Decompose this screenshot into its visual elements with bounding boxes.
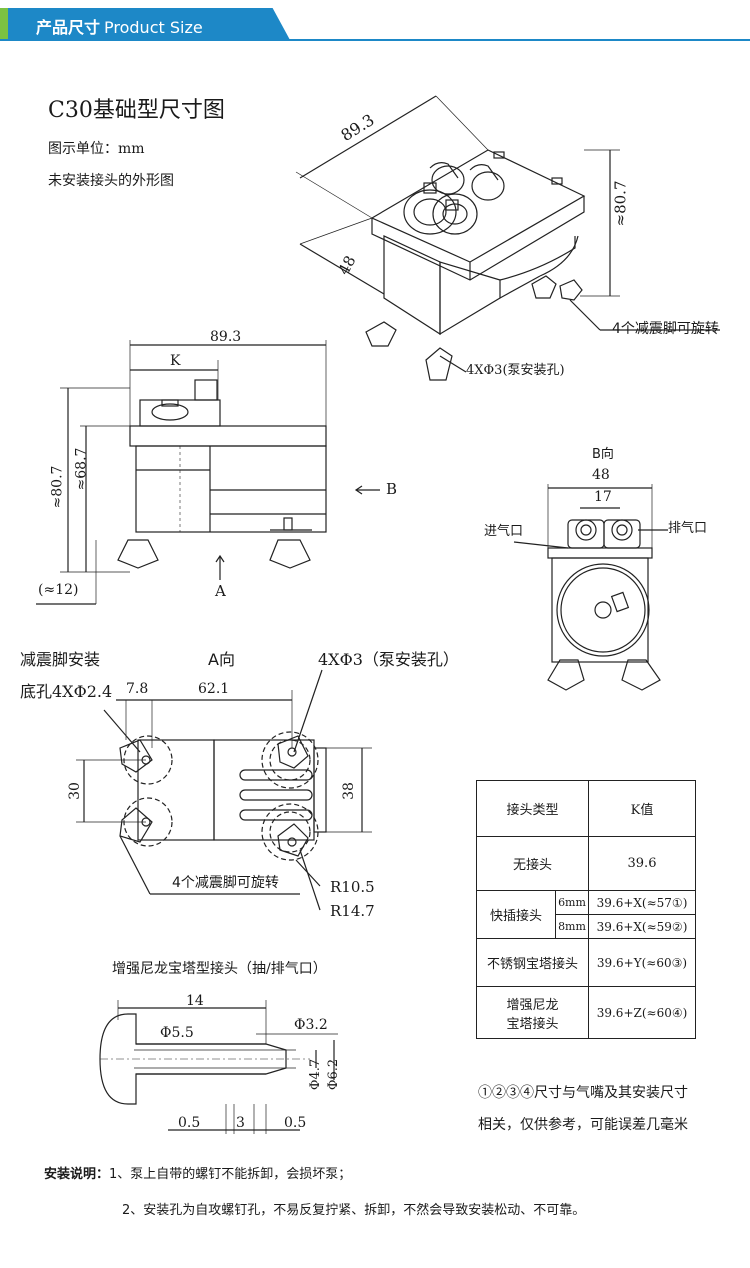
table-cell-k: 39.6 — [588, 836, 696, 891]
iso-view — [295, 95, 720, 381]
header-accent-bar — [0, 8, 8, 40]
install-note-2: 2、安装孔为自攻螺钉孔，不易反复拧紧、拆卸，不然会导致安装松动、不可靠。 — [122, 1203, 586, 1218]
table-cell-type: 增强尼龙 宝塔接头 — [476, 986, 589, 1039]
table-cell-size: 6mm — [555, 890, 589, 915]
table-note-line2: 相关，仅供参考，可能误差几毫米 — [478, 1117, 688, 1133]
table-cell-k: 39.6+X(≈57①) — [588, 890, 696, 915]
k-value-table: 接头类型 K值 无接头 39.6 快插接头 6mm 39.6+X(≈57①) 8… — [476, 780, 696, 1039]
table-cell-type-line2: 宝塔接头 — [506, 1016, 559, 1032]
fitting-d3: Φ4.7 — [308, 1058, 324, 1091]
fitting-w3: 0.5 — [284, 1115, 307, 1131]
fitting-view — [99, 1000, 338, 1134]
unit-note: 图示单位：mm — [48, 141, 145, 157]
header-rule — [0, 39, 750, 41]
side-dim-h2: ≈68.7 — [73, 447, 90, 491]
a-view-title: A向 — [208, 650, 235, 669]
fitting-w2: 3 — [236, 1115, 245, 1131]
a-view-r1: R10.5 — [330, 878, 375, 896]
a-view-dim-b: 62.1 — [198, 681, 230, 697]
fitting-d4: Φ6.2 — [326, 1058, 342, 1091]
table-row: 不锈钢宝塔接头 39.6+Y(≈60③) — [476, 938, 696, 987]
fitting-w1: 0.5 — [178, 1115, 201, 1131]
header-tab — [0, 8, 290, 40]
b-view-dim-spacing: 17 — [594, 489, 612, 505]
side-dim-foot: (≈12) — [38, 582, 79, 598]
side-view — [36, 340, 380, 605]
iso-feet-label: 4个减震脚可旋转 — [612, 321, 719, 337]
a-view-dim-a: 7.8 — [126, 681, 149, 697]
install-notes: 安装说明：1、泵上自带的螺钉不能拆卸，会损坏泵； — [44, 1168, 351, 1181]
header-title-cn: 产品尺寸 — [36, 18, 101, 37]
table-cell-k: 39.6+Y(≈60③) — [588, 938, 696, 987]
table-row: 增强尼龙 宝塔接头 39.6+Z(≈60④) — [476, 986, 696, 1039]
header-title-en: Product Size — [104, 18, 203, 37]
drawing-title: C30基础型尺寸图 — [48, 98, 225, 123]
a-view-pump-holes: 4XΦ3（泵安装孔） — [318, 650, 459, 669]
table-cell-type: 快插接头 — [476, 890, 556, 939]
a-view — [76, 669, 372, 911]
table-cell-k: 39.6+X(≈59②) — [588, 914, 696, 939]
install-note-1: 1、泵上自带的螺钉不能拆卸，会损坏泵； — [109, 1167, 352, 1182]
install-label: 安装说明： — [44, 1167, 110, 1182]
a-view-dim-d: 38 — [340, 782, 357, 800]
outline-note: 未安装接头的外形图 — [48, 173, 174, 189]
table-cell-type: 无接头 — [476, 836, 589, 891]
iso-dim-height: ≈80.7 — [611, 180, 630, 227]
a-view-feet-label: 4个减震脚可旋转 — [172, 875, 279, 891]
b-view-inlet-label: 进气口 — [484, 524, 524, 539]
table-cell-k: 39.6+Z(≈60④) — [588, 986, 696, 1039]
table-header-type: 接头类型 — [476, 780, 589, 837]
a-view-foot-holes-2: 底孔4XΦ2.4 — [20, 682, 113, 701]
table-row: 快插接头 6mm 39.6+X(≈57①) — [476, 890, 696, 939]
fitting-d1: Φ5.5 — [160, 1025, 194, 1041]
iso-holes-label: 4XΦ3(泵安装孔) — [466, 363, 565, 378]
fitting-title: 增强尼龙宝塔型接头（抽/排气口） — [112, 961, 327, 977]
a-view-dim-c: 30 — [66, 782, 83, 800]
side-arrow-a: A — [215, 582, 226, 600]
a-view-r2: R14.7 — [330, 902, 375, 920]
table-row: 8mm 39.6+X(≈59②) — [477, 914, 696, 939]
side-dim-k: K — [170, 353, 181, 369]
table-row: 接头类型 K值 — [476, 780, 696, 837]
b-view-title: B向 — [592, 447, 614, 462]
side-arrow-b: B — [386, 480, 398, 498]
table-note-line1: ①②③④尺寸与气嘴及其安装尺寸 — [478, 1085, 688, 1101]
b-view — [513, 484, 668, 691]
table-header-k: K值 — [588, 780, 696, 837]
side-dim-h1: ≈80.7 — [49, 465, 66, 509]
a-view-foot-holes-1: 减震脚安装 — [20, 650, 101, 669]
fitting-d2: Φ3.2 — [294, 1017, 328, 1033]
b-view-dim-width: 48 — [592, 467, 610, 483]
table-cell-type-line1: 增强尼龙 — [506, 997, 559, 1013]
table-cell-type: 不锈钢宝塔接头 — [476, 938, 589, 987]
fitting-dim-len: 14 — [186, 993, 204, 1009]
table-row: 无接头 39.6 — [476, 836, 696, 891]
b-view-outlet-label: 排气口 — [668, 521, 708, 536]
side-dim-length: 89.3 — [210, 329, 242, 345]
table-cell-size: 8mm — [555, 914, 589, 939]
